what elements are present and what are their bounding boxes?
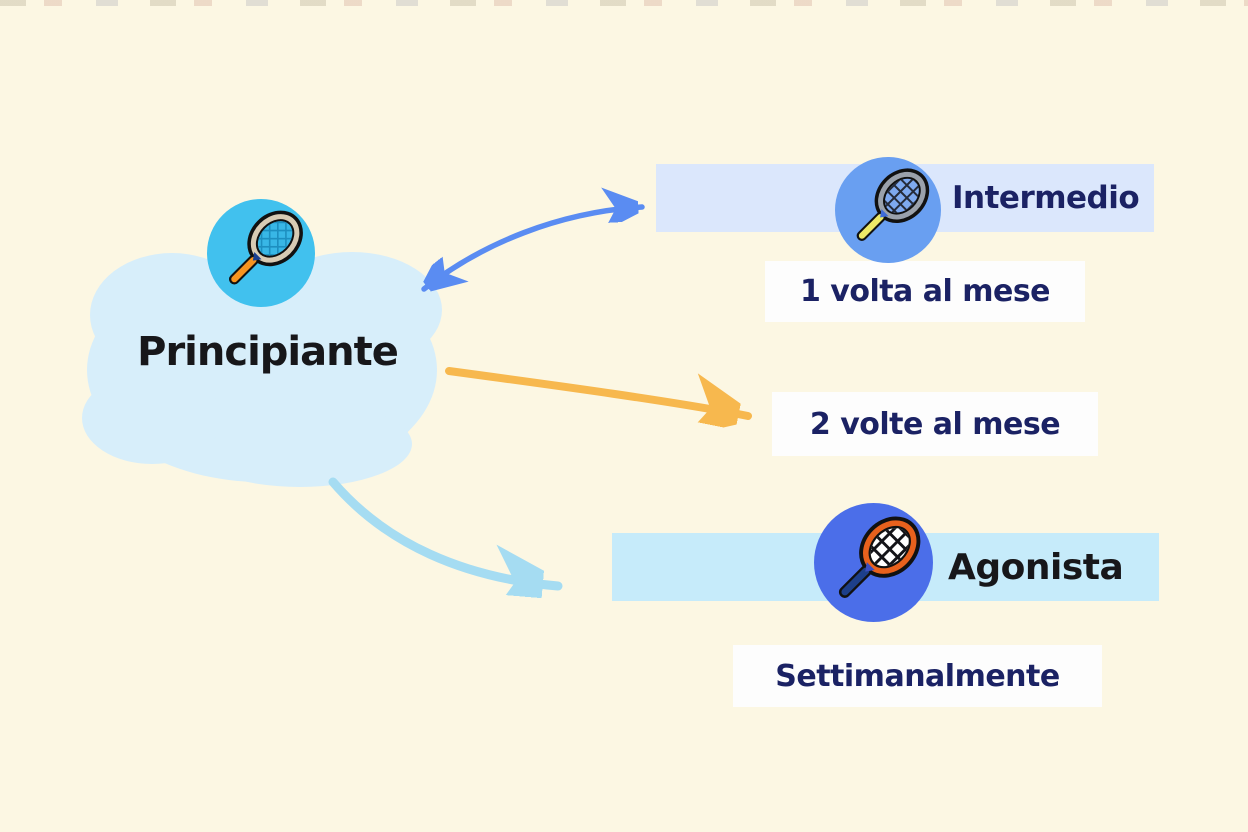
node-principiante-label: Principiante [137, 329, 399, 375]
tennis-racket-icon [838, 516, 920, 598]
tennis-racket-icon [856, 168, 930, 242]
node-intermedio-label: Intermedio [952, 180, 1140, 216]
cloud-shape [82, 252, 442, 487]
node-agonista-badge [814, 503, 933, 622]
arrow-to-agonista [328, 477, 563, 586]
arrow-to-intermedio [424, 207, 645, 289]
node-agonista-label: Agonista [948, 546, 1124, 588]
arrow-to-2volte [445, 367, 752, 416]
node-intermedio-badge [835, 157, 941, 263]
top-edge-artifact [0, 0, 1248, 6]
node-principiante-badge [207, 199, 315, 307]
freq-box-1-volta-al-mese: 1 volta al mese [765, 261, 1085, 322]
freq-box-2-volte-al-mese: 2 volte al mese [772, 392, 1098, 456]
freq-box-settimanalmente: Settimanalmente [733, 645, 1102, 707]
tennis-racket-icon [229, 210, 304, 285]
